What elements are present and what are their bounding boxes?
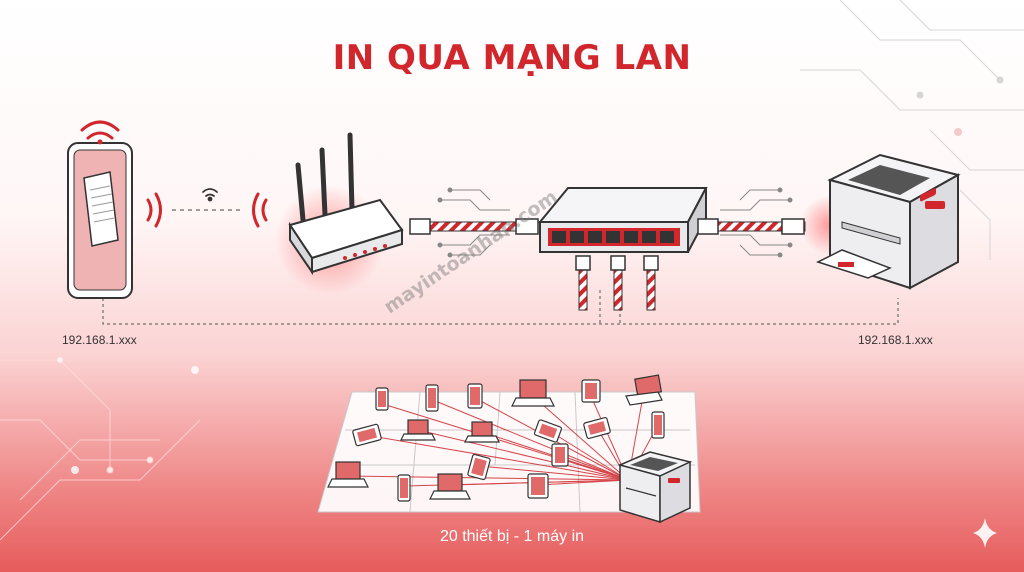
caption: 20 thiết bị - 1 máy in (439, 528, 585, 545)
circuit-lines-left (437, 187, 510, 258)
ip-address-left: 192.168.1.xxx (62, 333, 137, 347)
ethernet-cable-right (697, 218, 806, 235)
tablet-icon (467, 453, 491, 481)
router-icon (275, 132, 404, 295)
laptop-icon (429, 473, 471, 500)
laptop-icon (400, 419, 436, 441)
switch-down-cables (575, 255, 659, 311)
circuit-traces-top-right (800, 0, 1024, 260)
tablet-icon (551, 443, 569, 467)
lan-dashed-path (102, 298, 899, 325)
tablet-icon (583, 417, 611, 439)
laptop-icon (327, 461, 369, 488)
smartphone-icon (67, 142, 133, 299)
tablet-icon (352, 423, 382, 447)
page-title: IN QUA MẠNG LAN (332, 38, 692, 78)
laptop-icon (625, 374, 663, 406)
tablet-icon (581, 379, 601, 403)
switch-icon (537, 187, 708, 253)
circuit-traces-bottom-left (0, 356, 201, 541)
printer-icon (617, 451, 693, 524)
tablet-icon (533, 419, 563, 443)
signal-waves (146, 192, 268, 228)
tablet-icon (651, 411, 665, 439)
tablet-icon (375, 387, 389, 411)
ip-address-right: 192.168.1.xxx (858, 333, 933, 347)
sparkle-icon (973, 518, 997, 548)
tablet-icon (467, 383, 483, 409)
tablet-icon (397, 474, 411, 502)
tablet-icon (425, 384, 439, 412)
wifi-icon (202, 188, 218, 202)
laptop-icon (464, 421, 500, 443)
tablet-icon (527, 473, 549, 499)
printer-icon (800, 153, 961, 290)
ethernet-cable-left (409, 218, 539, 235)
laptop-icon (511, 379, 555, 407)
circuit-lines-right (720, 187, 793, 258)
wifi-icon (80, 120, 120, 145)
